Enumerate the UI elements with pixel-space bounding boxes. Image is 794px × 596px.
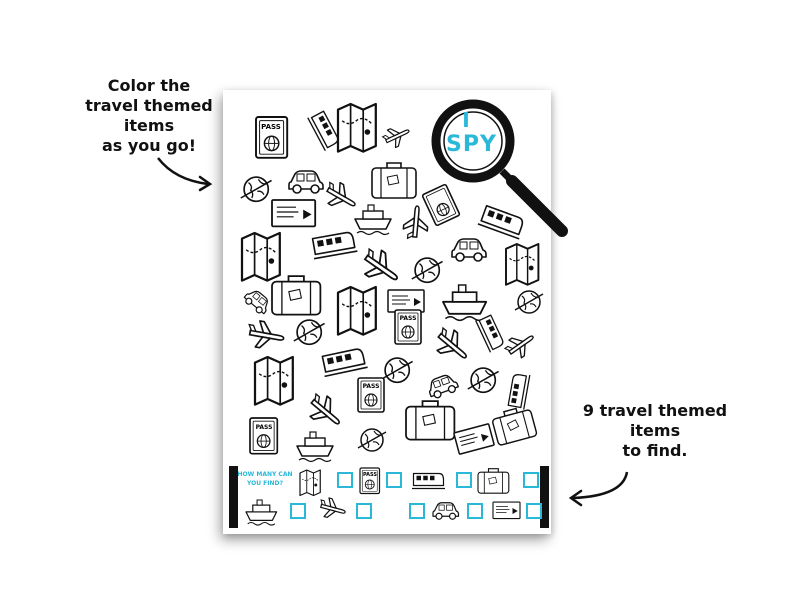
tally-checkbox[interactable]	[523, 472, 539, 488]
suitcase-icon	[477, 468, 510, 494]
tally-checkbox[interactable]	[409, 503, 425, 519]
passport-icon: PASS	[255, 116, 289, 159]
left-callout-line-2: travel themed	[85, 96, 213, 115]
tally-title-line-2: YOU FIND?	[246, 480, 283, 487]
passport-icon: PASS	[359, 467, 381, 495]
passport-icon: PASS	[357, 377, 385, 413]
passport-label: PASS	[256, 424, 273, 431]
left-callout: Color the travel themed items as you go!	[74, 76, 224, 156]
tally-checkbox[interactable]	[526, 503, 542, 519]
right-callout-line-1: 9 travel themed	[582, 401, 728, 420]
right-callout: 9 travel themed items to find.	[575, 401, 735, 461]
magnifying-glass-icon	[431, 99, 568, 237]
car-icon	[432, 502, 460, 520]
passport-label: PASS	[261, 123, 281, 131]
right-callout-line-3: to find.	[622, 441, 688, 460]
title-i: I	[462, 108, 470, 132]
tally-title-line-1: HOW MANY CAN	[237, 471, 293, 478]
ship-icon	[245, 499, 278, 526]
passport-icon: PASS	[394, 309, 422, 345]
left-callout-line-4: as you go!	[101, 136, 196, 155]
right-arrow-icon	[568, 471, 629, 507]
left-callout-line-1: Color the	[107, 76, 191, 95]
tally-checkbox[interactable]	[456, 472, 472, 488]
map-icon	[299, 469, 321, 497]
tally-checkbox[interactable]	[356, 503, 372, 519]
tally-checkbox[interactable]	[386, 472, 402, 488]
passport-label: PASS	[363, 383, 380, 390]
passport-icon: PASS	[249, 417, 279, 455]
tally-checkbox[interactable]	[467, 503, 483, 519]
tally-checkbox[interactable]	[290, 503, 306, 519]
right-callout-line-2: items	[629, 421, 681, 440]
airplane-icon	[316, 495, 349, 523]
left-arrow-icon	[157, 157, 213, 192]
title-spy: SPY	[446, 132, 497, 157]
train-icon	[411, 472, 446, 490]
passport-label: PASS	[363, 472, 377, 478]
tally-checkbox[interactable]	[337, 472, 353, 488]
passport-label: PASS	[400, 315, 417, 322]
tally-title: HOW MANY CAN YOU FIND?	[236, 470, 294, 488]
ticket-icon	[492, 501, 521, 520]
left-callout-line-3: items	[123, 116, 175, 135]
